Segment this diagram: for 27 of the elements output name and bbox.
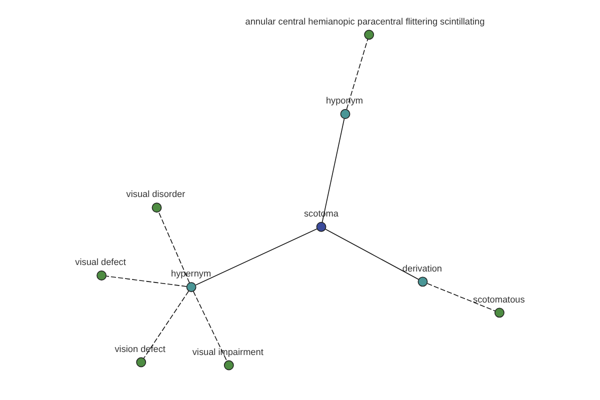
node-circle [494, 308, 504, 318]
node-circle [223, 360, 234, 370]
node-circle [151, 202, 162, 213]
connector [321, 118, 344, 223]
node-label: vision defect [114, 344, 165, 354]
node-circle [316, 222, 326, 232]
node-label: scotomatous [472, 294, 524, 304]
node-circle [186, 282, 196, 292]
connector [192, 290, 227, 362]
node-label: visual defect [74, 257, 126, 268]
node-label: visual impairment [192, 346, 263, 357]
connector [158, 212, 190, 284]
node-label: hyponym [325, 96, 362, 106]
connector [142, 290, 189, 359]
node-circle [364, 30, 374, 40]
connector [346, 38, 368, 110]
node-circle [340, 109, 350, 119]
connector [106, 276, 186, 287]
node-circle [96, 270, 106, 280]
node-circle [417, 276, 428, 287]
connector [194, 228, 317, 286]
connector [426, 283, 495, 312]
node-label: derivation [402, 263, 442, 274]
node-label: visual disorder [126, 189, 185, 200]
node-label: annular central hemianopic paracentral flittering scintillating [244, 16, 484, 26]
connector [324, 228, 418, 280]
node-circle [136, 357, 146, 368]
